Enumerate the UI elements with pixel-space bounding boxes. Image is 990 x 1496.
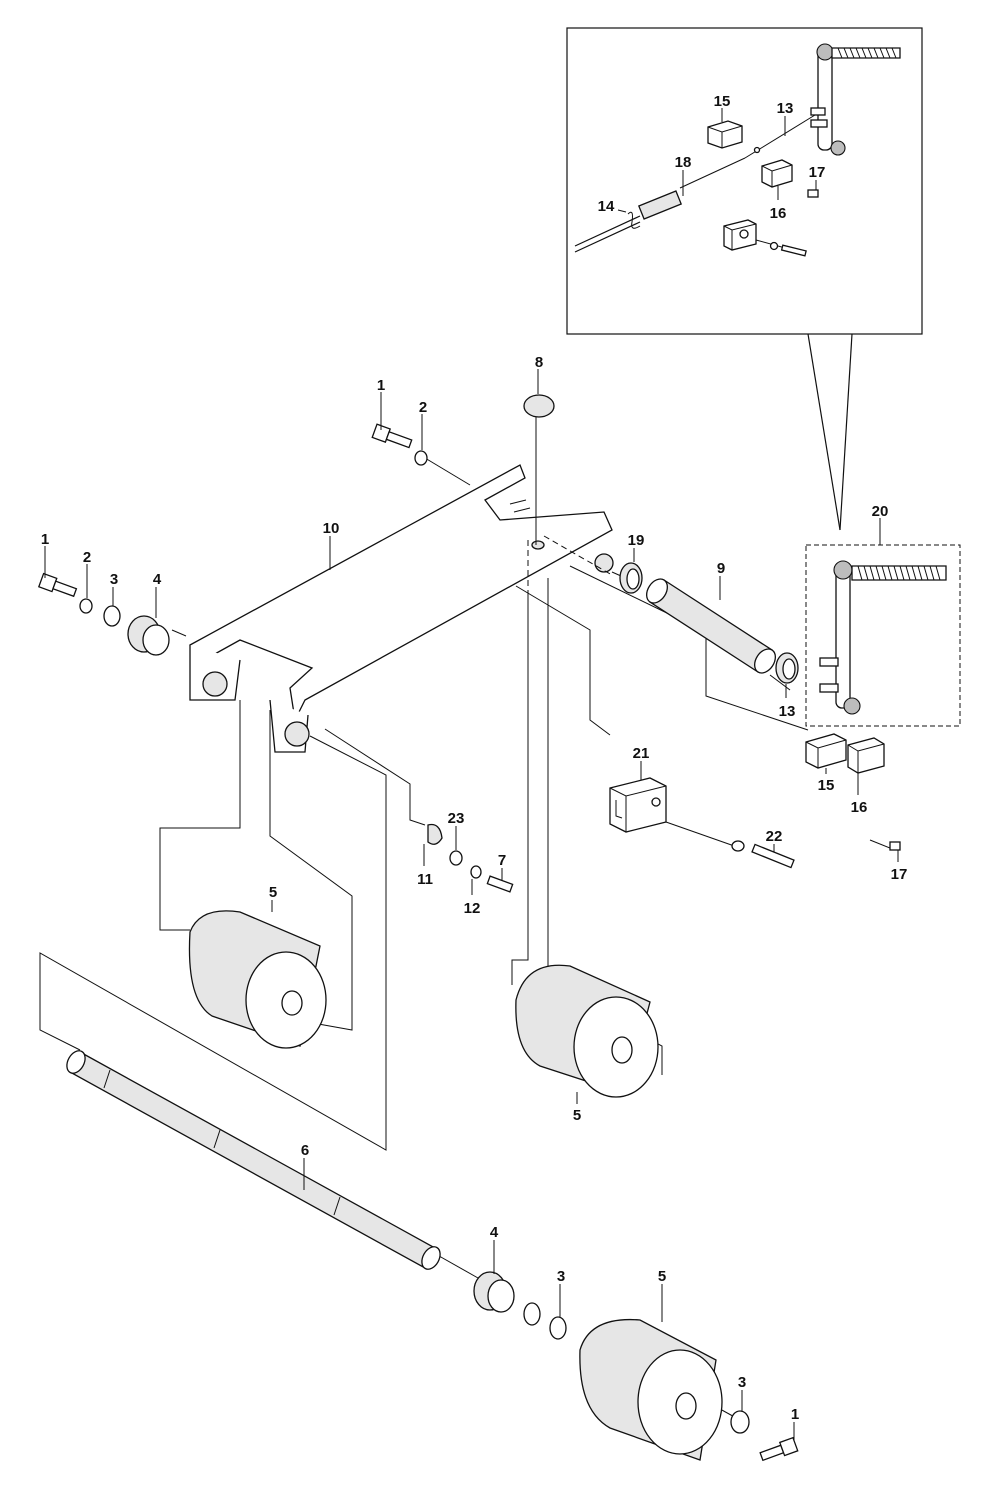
label-part-17: 17 — [809, 164, 826, 181]
label-part-2: 2 — [419, 399, 427, 416]
circlip-3-bottom-b — [549, 1316, 567, 1340]
label-part-20: 20 — [872, 503, 889, 520]
roller-5-left — [188, 910, 327, 1049]
detail-inset-frame — [566, 27, 923, 335]
roller-5-right — [515, 964, 659, 1098]
label-part-11: 11 — [417, 871, 433, 888]
callout-line-left — [807, 333, 841, 531]
ring-13 — [775, 652, 799, 684]
block-15 — [805, 733, 847, 769]
bolt-22 — [751, 843, 795, 869]
washer-12 — [470, 865, 482, 879]
tube-9 — [646, 578, 776, 674]
label-part-1: 1 — [377, 377, 385, 394]
label-part-3: 3 — [110, 571, 118, 588]
label-part-4: 4 — [490, 1224, 499, 1241]
label-part-5: 5 — [573, 1107, 581, 1124]
detail-inset — [566, 27, 923, 531]
label-part-5: 5 — [658, 1268, 666, 1285]
bolt-1-bottom — [759, 1436, 799, 1462]
label-part-10: 10 — [323, 520, 340, 537]
inset-block-16 — [761, 159, 793, 188]
clamp-block-21 — [609, 777, 667, 833]
label-part-6: 6 — [301, 1142, 309, 1159]
bushing-4-bottom — [473, 1271, 515, 1313]
frame-hole-right — [284, 721, 310, 747]
bolt-1-left — [37, 572, 78, 598]
label-part-4: 4 — [153, 571, 162, 588]
main-frame-10 — [189, 464, 614, 753]
label-part-16: 16 — [851, 799, 868, 816]
label-part-21: 21 — [633, 745, 650, 762]
ring-19 — [619, 562, 643, 594]
inset-lever-arm — [810, 43, 901, 156]
plug-8 — [523, 394, 555, 418]
label-part-19: 19 — [628, 532, 645, 549]
label-part-7: 7 — [498, 852, 506, 869]
inset-screw-17 — [807, 189, 819, 198]
circlip-3-bottom-c — [730, 1410, 750, 1434]
inset-bolt — [780, 244, 807, 257]
bolt-1-top — [371, 423, 413, 449]
lever-assembly-20 — [805, 544, 961, 727]
label-part-14: 14 — [598, 198, 615, 215]
label-part-2: 2 — [83, 549, 91, 566]
label-part-13: 13 — [777, 100, 794, 117]
inset-cable-ferrule — [637, 190, 683, 220]
assembly-guide-lines — [39, 400, 891, 1421]
axle-6 — [66, 1050, 441, 1270]
label-leaders — [44, 108, 899, 1440]
label-part-12: 12 — [464, 900, 481, 917]
inset-block-15 — [707, 120, 743, 149]
label-part-1: 1 — [791, 1406, 799, 1423]
callout-line-right — [839, 333, 853, 531]
roller-5-bottom — [579, 1318, 723, 1461]
label-part-8: 8 — [535, 354, 543, 371]
label-part-5: 5 — [269, 884, 277, 901]
washer-22 — [731, 840, 745, 852]
washer-2-top — [414, 450, 428, 466]
label-part-3: 3 — [557, 1268, 565, 1285]
label-part-9: 9 — [717, 560, 725, 577]
label-part-18: 18 — [675, 154, 692, 171]
bushing-4-left — [127, 615, 170, 656]
screw-17 — [889, 841, 901, 851]
label-part-16: 16 — [770, 205, 787, 222]
frame-hole-left — [202, 671, 228, 697]
inset-washer — [769, 241, 779, 251]
clip-11 — [427, 823, 443, 845]
label-part-1: 1 — [41, 531, 49, 548]
block-16 — [847, 737, 885, 774]
label-part-15: 15 — [818, 777, 835, 794]
screw-7 — [486, 875, 514, 893]
circlip-3-left — [103, 605, 121, 627]
callout-labels: 1 2 1 2 3 4 8 10 19 9 13 20 21 15 16 17 … — [41, 93, 908, 1423]
label-part-23: 23 — [448, 810, 465, 827]
washer-23 — [449, 850, 463, 866]
inset-cable — [574, 221, 641, 253]
label-part-22: 22 — [766, 828, 783, 845]
assembly-20-dashed-frame — [805, 544, 961, 727]
circlip-3-bottom-a — [523, 1302, 541, 1326]
label-part-13: 13 — [779, 703, 796, 720]
label-part-17: 17 — [891, 866, 908, 883]
label-part-15: 15 — [714, 93, 731, 110]
washer-2-left — [79, 598, 93, 614]
label-part-3: 3 — [738, 1374, 746, 1391]
